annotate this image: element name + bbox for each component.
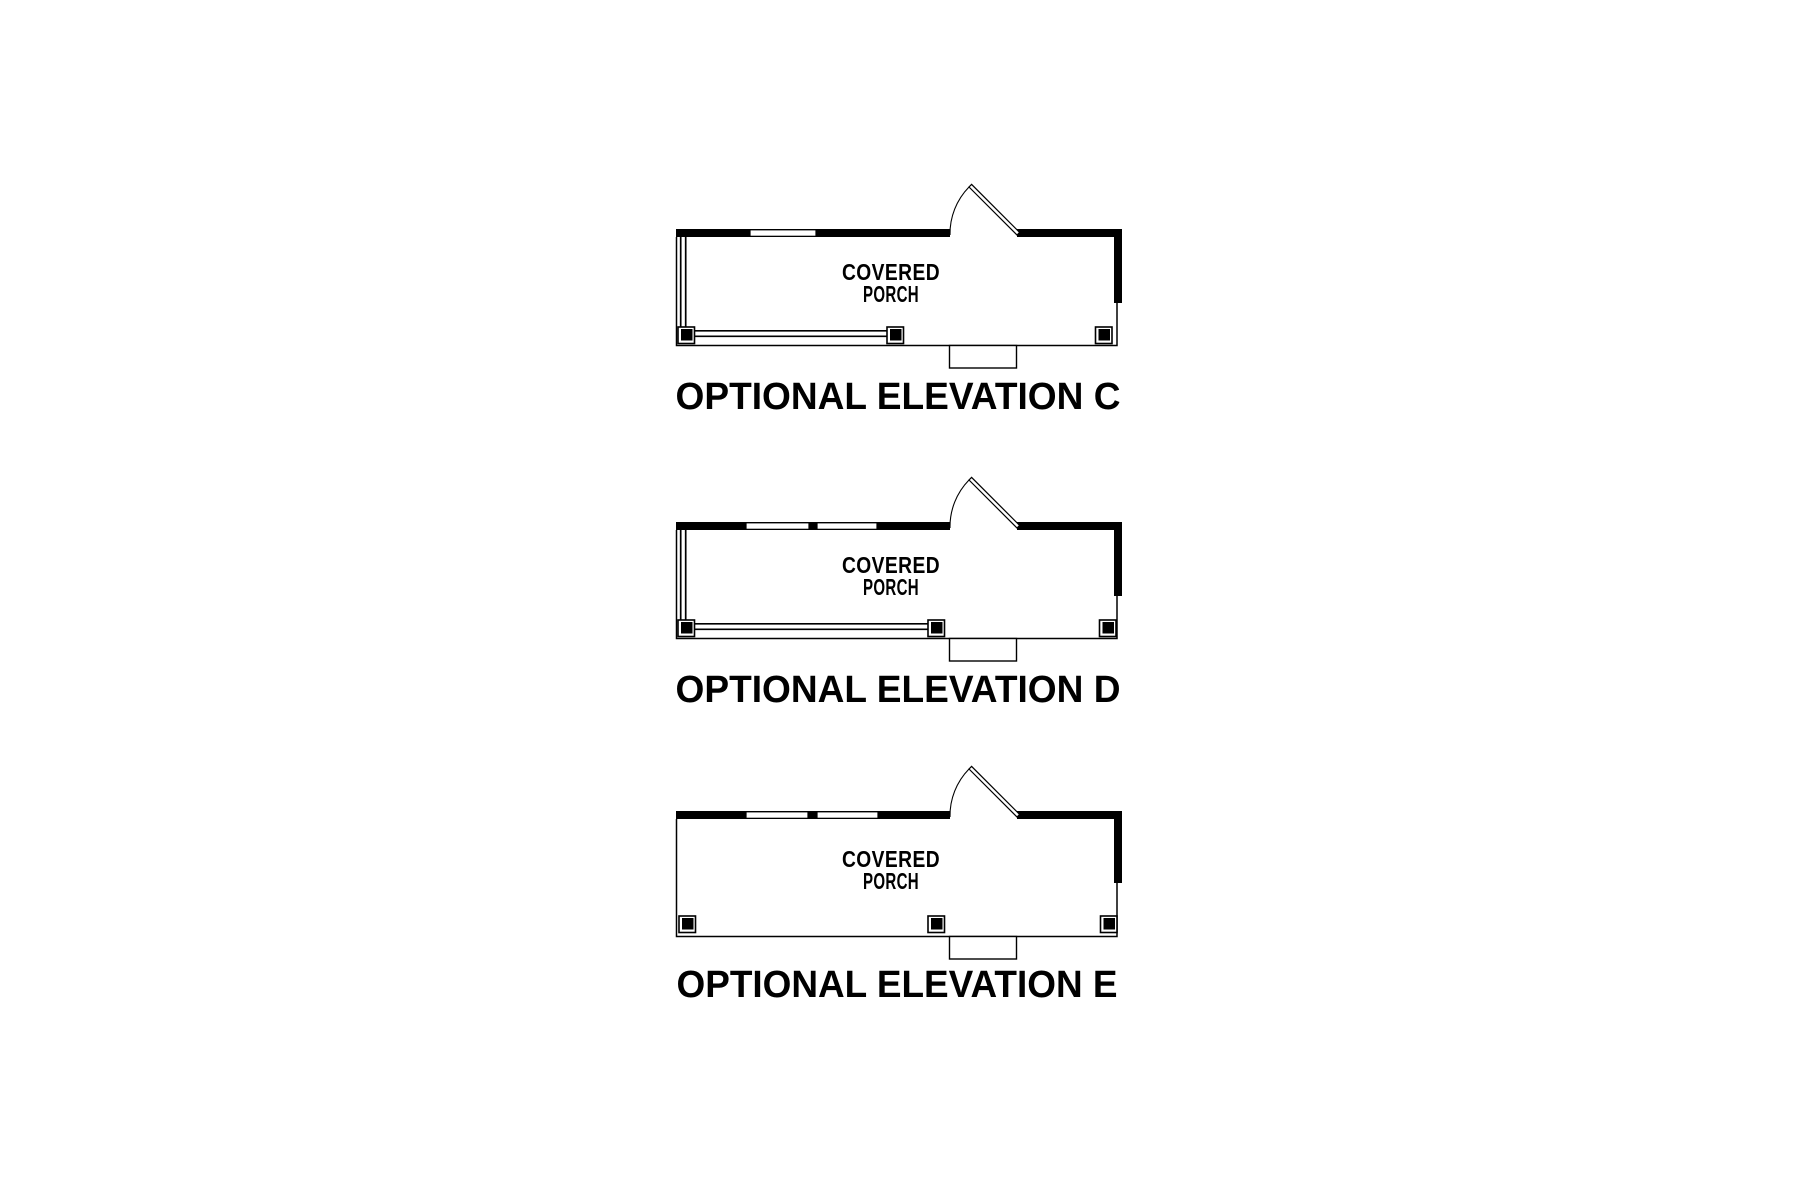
elevation-d-diagram: COVERED PORCH OPTIONAL ELEVATION D <box>675 476 1122 711</box>
house-wall-right <box>1114 811 1122 883</box>
door-swing-arc <box>949 186 970 236</box>
porch-railing-bottom <box>686 622 929 631</box>
porch-post <box>678 915 697 934</box>
elevation-e-diagram: COVERED PORCH OPTIONAL ELEVATION E <box>675 765 1122 1006</box>
door-swing-arc <box>949 768 970 818</box>
door-leaf <box>968 183 1021 236</box>
window-icon <box>816 811 879 819</box>
porch-railing-left <box>679 530 687 623</box>
entry-step <box>948 637 1018 662</box>
porch-label-line2: PORCH <box>863 574 919 600</box>
house-wall-right <box>1114 522 1122 596</box>
porch-post <box>927 915 946 934</box>
house-wall <box>676 811 1122 819</box>
door-opening <box>950 228 1017 238</box>
porch-post <box>1099 915 1118 934</box>
porch-post <box>1098 619 1117 638</box>
door-swing-arc <box>949 479 970 529</box>
diagram-title: OPTIONAL ELEVATION E <box>677 964 1118 1006</box>
porch-outline <box>675 530 1118 640</box>
window-icon <box>816 522 878 530</box>
window-icon <box>745 811 809 819</box>
porch-outline <box>675 237 1118 347</box>
diagram-title: OPTIONAL ELEVATION D <box>676 669 1121 711</box>
door-leaf <box>968 476 1021 529</box>
house-wall <box>676 229 1122 237</box>
door-opening <box>950 521 1017 531</box>
porch-post <box>1094 326 1113 345</box>
house-wall-right <box>1114 229 1122 303</box>
entry-step <box>948 344 1018 369</box>
porch-post <box>927 619 946 638</box>
porch-label-line2: PORCH <box>863 868 919 894</box>
entry-step <box>948 935 1018 960</box>
porch-post <box>886 326 905 345</box>
elevation-c-diagram: COVERED PORCH OPTIONAL ELEVATION C <box>675 183 1122 418</box>
porch-label-line1: COVERED <box>842 259 940 285</box>
porch-railing-left <box>679 237 687 330</box>
porch-post <box>677 619 696 638</box>
door-leaf <box>968 765 1021 818</box>
porch-post <box>677 326 696 345</box>
porch-label-line1: COVERED <box>842 552 940 578</box>
porch-label-line1: COVERED <box>842 846 940 872</box>
house-wall <box>676 522 1122 530</box>
door-opening <box>950 810 1017 820</box>
diagram-title: OPTIONAL ELEVATION C <box>676 376 1121 418</box>
porch-outline <box>675 819 1118 938</box>
window-icon <box>749 229 817 237</box>
window-icon <box>745 522 810 530</box>
porch-railing-bottom <box>686 329 888 338</box>
porch-label-line2: PORCH <box>863 281 919 307</box>
